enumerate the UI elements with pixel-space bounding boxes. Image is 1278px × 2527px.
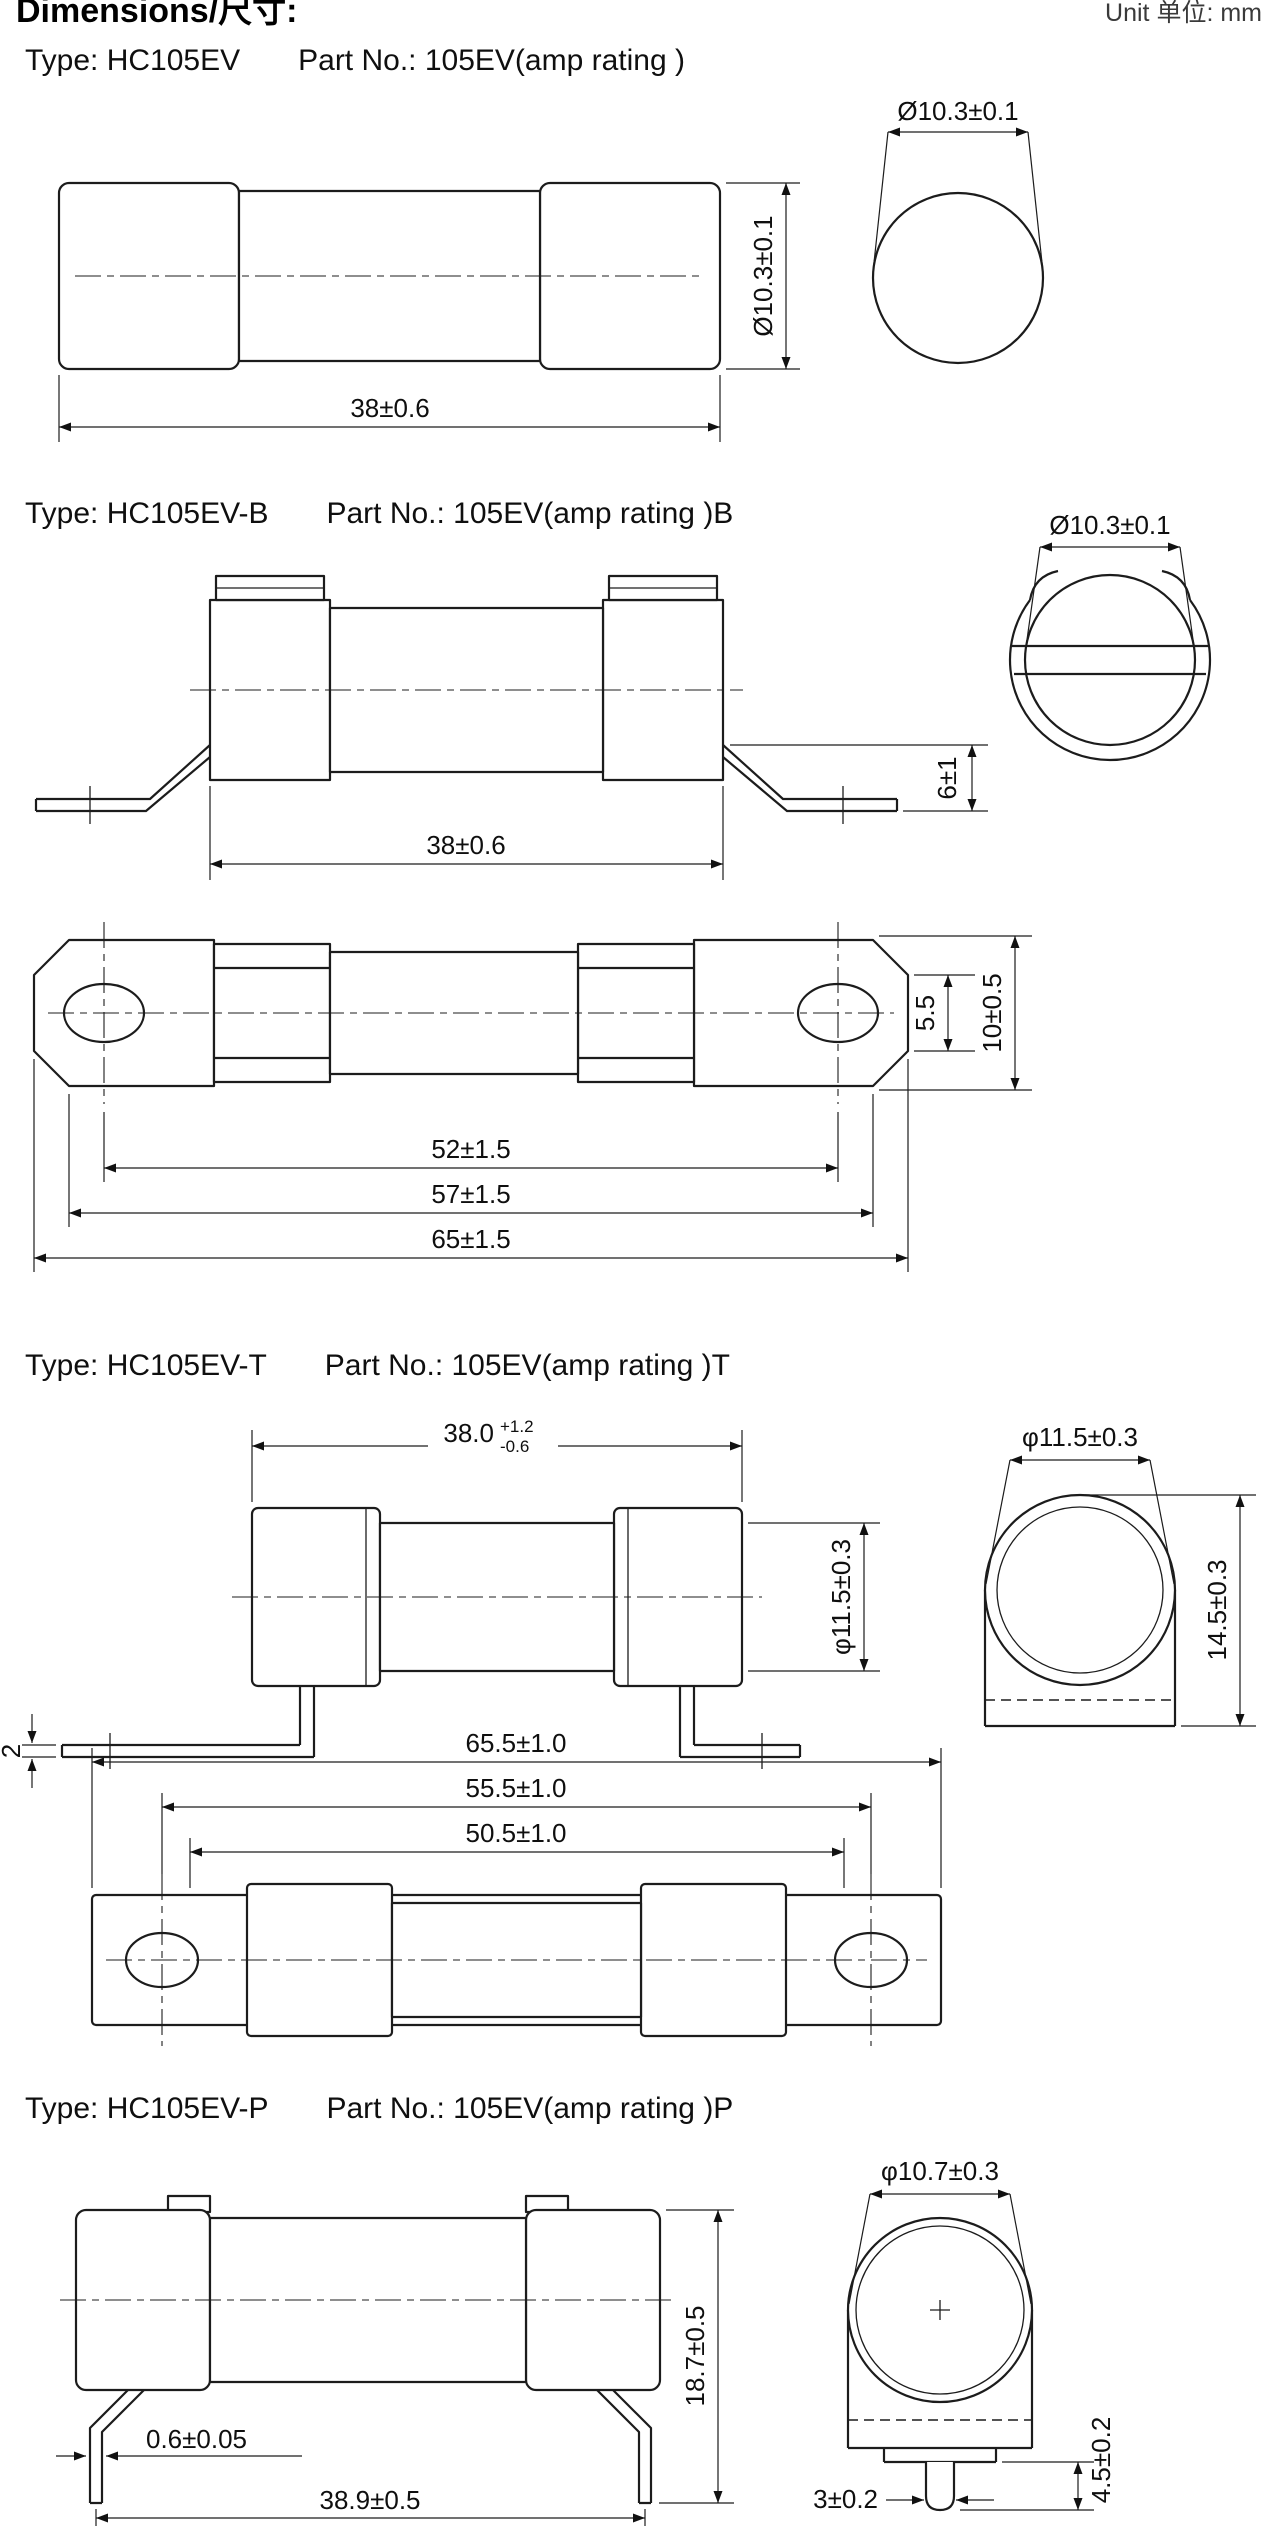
diameter-dimension: φ11.5±0.3 <box>748 1522 880 1672</box>
pin-thickness-label: 0.6±0.05 <box>146 2424 247 2454</box>
holder-outline <box>983 1590 1177 1728</box>
pcb-pins <box>88 2389 653 2505</box>
end-diameter-dimension-label: Ø10.3±0.1 <box>897 96 1018 126</box>
height-dimension-label: 18.7±0.5 <box>680 2305 710 2406</box>
section-heading-hc105ev-b: Type: HC105EV-B Part No.: 105EV(amp rati… <box>25 497 733 531</box>
tab-end-width-label: 5.5 <box>910 995 940 1031</box>
pin-length-dimension: 4.5±0.2 <box>960 2417 1116 2511</box>
length-dimension-label: 38±0.6 <box>350 393 429 423</box>
hole-pitch-dimension: 52±1.5 <box>103 1112 839 1182</box>
mounting-feet <box>60 1686 802 1769</box>
diameter-dimension-label: φ11.5±0.3 <box>826 1539 856 1655</box>
length-dimension: 38±0.6 <box>209 786 724 880</box>
end-diameter-label: φ11.5±0.3 <box>1022 1422 1138 1452</box>
overall-height-dimension: 14.5±0.3 <box>1085 1494 1256 1727</box>
tab-offset-dimension: 6±1 <box>730 744 988 812</box>
fuse-end-circle <box>983 1493 1177 1687</box>
diameter-dimension-label: Ø10.3±0.1 <box>748 215 778 336</box>
type-label-hc105ev-p: Type: HC105EV-P <box>25 2092 269 2125</box>
overall-length-dimension: 65.5±1.0 <box>91 1728 942 1888</box>
hc105ev-p-side-view: 18.7±0.5 0.6±0.05 38.9±0.5 <box>56 2194 734 2526</box>
type-label-hc105ev: Type: HC105EV <box>25 44 241 77</box>
hc105ev-b-end-view: Ø10.3±0.1 <box>1008 510 1212 762</box>
fuse-body-outline <box>208 574 725 782</box>
fuse-end-circle <box>1023 573 1197 747</box>
type-label-hc105ev-t: Type: HC105EV-T <box>25 1349 267 1382</box>
end-diameter-label: φ10.7±0.3 <box>881 2156 999 2186</box>
fuse-body-outline <box>57 181 722 371</box>
end-diameter-dimension: Ø10.3±0.1 <box>872 96 1044 273</box>
hc105ev-t-end-view: φ11.5±0.3 14.5±0.3 <box>983 1422 1256 1728</box>
pin-width-dimension: 3±0.2 <box>813 2484 994 2514</box>
pin-length-label: 4.5±0.2 <box>1086 2417 1116 2504</box>
unit-label: Unit 单位: mm <box>1105 0 1262 27</box>
overall-length-label: 65±1.5 <box>431 1224 510 1254</box>
hc105ev-side-view: 38±0.6 Ø10.3±0.1 <box>57 181 800 442</box>
end-diameter-dimension: Ø10.3±0.1 <box>1024 510 1196 655</box>
section-heading-hc105ev: Type: HC105EV Part No.: 105EV(amp rating… <box>25 44 685 78</box>
pcb-pin <box>924 2462 956 2512</box>
tab-end-width-dimension: 5.5 <box>910 974 975 1052</box>
center-mark <box>930 2300 950 2320</box>
pin-pitch-label: 38.9±0.5 <box>319 2485 420 2515</box>
page-title: Dimensions/尺寸: <box>16 0 298 30</box>
end-diameter-dimension: φ11.5±0.3 <box>985 1422 1175 1585</box>
tab-offset-dimension-label: 6±1 <box>932 756 962 799</box>
pin-thickness-dimension: 0.6±0.05 <box>56 2424 302 2461</box>
foot-thickness-label: 2 <box>0 1744 26 1758</box>
length-dimension-label: 38±0.6 <box>426 830 505 860</box>
length-value-label: 38.0 <box>443 1418 494 1448</box>
end-diameter-dimension: φ10.7±0.3 <box>848 2156 1032 2305</box>
mounting-tabs <box>34 744 899 824</box>
part-no-label-hc105ev: Part No.: 105EV(amp rating ) <box>298 44 685 77</box>
fuse-end-circle <box>871 191 1045 365</box>
hole-pitch-label: 52±1.5 <box>431 1134 510 1164</box>
hc105ev-t-side-view: 38.0 +1.2 -0.6 φ11.5±0.3 2 <box>0 1416 880 1788</box>
fuse-body-outline <box>74 2194 662 2392</box>
tab-span-dimension: 57±1.5 <box>68 1094 874 1227</box>
tab-span-label: 57±1.5 <box>431 1179 510 1209</box>
section-heading-hc105ev-t: Type: HC105EV-T Part No.: 105EV(amp rati… <box>25 1349 730 1383</box>
foot-thickness-dimension: 2 <box>0 1714 56 1788</box>
inner-span-label: 50.5±1.0 <box>465 1818 566 1848</box>
length-tol-plus-label: +1.2 <box>500 1417 534 1436</box>
pin-width-label: 3±0.2 <box>813 2484 878 2514</box>
overall-length-label: 65.5±1.0 <box>465 1728 566 1758</box>
hc105ev-t-bottom-view: 65.5±1.0 55.5±1.0 50.5±1.0 <box>90 1728 943 2046</box>
length-tol-minus-label: -0.6 <box>500 1437 529 1456</box>
clip-outline <box>1008 569 1212 762</box>
length-dimension: 38.0 +1.2 -0.6 <box>251 1416 743 1502</box>
section-heading-hc105ev-p: Type: HC105EV-P Part No.: 105EV(amp rati… <box>25 2092 733 2126</box>
tab-width-dimension: 10±0.5 <box>879 935 1032 1091</box>
hc105ev-b-side-view: 6±1 38±0.6 <box>34 574 988 880</box>
end-diameter-dimension-label: Ø10.3±0.1 <box>1049 510 1170 540</box>
type-label-hc105ev-b: Type: HC105EV-B <box>25 497 269 530</box>
part-no-label-hc105ev-b: Part No.: 105EV(amp rating )B <box>326 497 734 530</box>
fuse-end-inner-circle <box>996 1506 1164 1674</box>
fuse-end-inner-circle <box>855 2225 1025 2395</box>
diameter-dimension: Ø10.3±0.1 <box>726 182 800 370</box>
hole-pitch-dimension: 55.5±1.0 <box>161 1773 872 1874</box>
hc105ev-end-view: Ø10.3±0.1 <box>871 96 1045 365</box>
tab-width-label: 10±0.5 <box>977 973 1007 1052</box>
inner-span-dimension: 50.5±1.0 <box>189 1818 845 1888</box>
part-no-label-hc105ev-p: Part No.: 105EV(amp rating )P <box>326 2092 734 2125</box>
length-dimension: 38±0.6 <box>58 375 721 442</box>
overall-height-label: 14.5±0.3 <box>1202 1559 1232 1660</box>
height-dimension: 18.7±0.5 <box>659 2209 734 2504</box>
overall-length-dimension: 65±1.5 <box>33 1059 909 1272</box>
hc105ev-b-bottom-view: 5.5 10±0.5 52±1.5 57±1.5 <box>32 922 1032 1272</box>
hole-pitch-label: 55.5±1.0 <box>465 1773 566 1803</box>
part-no-label-hc105ev-t: Part No.: 105EV(amp rating )T <box>324 1349 730 1382</box>
hc105ev-p-end-view: φ10.7±0.3 4.5±0.2 3±0.2 <box>813 2156 1116 2514</box>
pin-pitch-dimension: 38.9±0.5 <box>95 2485 646 2526</box>
